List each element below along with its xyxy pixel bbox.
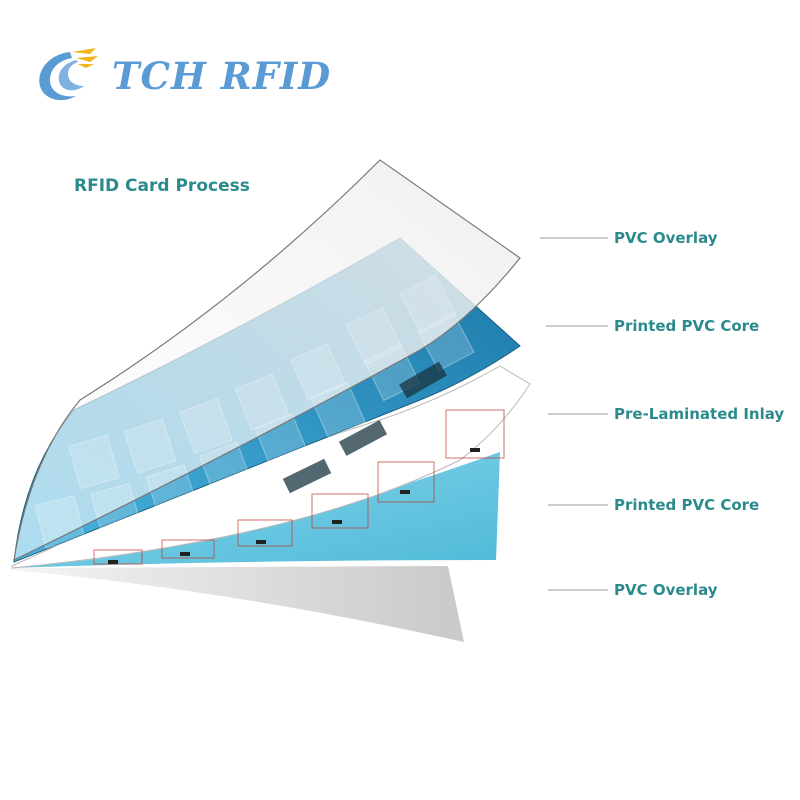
diagram-title: RFID Card Process — [74, 176, 250, 196]
inlay-chips — [108, 448, 480, 564]
label-pre-laminated-inlay: Pre-Laminated Inlay — [614, 405, 785, 423]
label-pvc-overlay-bottom: PVC Overlay — [614, 581, 718, 599]
brand-logo: TCH RFID — [32, 46, 352, 116]
layer-pvc-overlay-top — [13, 159, 521, 562]
brand-name: TCH RFID — [112, 54, 332, 98]
label-printed-core-bottom: Printed PVC Core — [614, 496, 760, 514]
layer-pvc-overlay-bottom — [12, 566, 464, 642]
printed-card-dark-strips — [282, 361, 447, 494]
layer-printed-core-bottom — [12, 452, 500, 568]
label-printed-core-top: Printed PVC Core — [614, 317, 760, 335]
label-pvc-overlay-top: PVC Overlay — [614, 229, 718, 247]
logo-swirl-icon — [39, 48, 98, 101]
leader-lines — [540, 237, 608, 591]
